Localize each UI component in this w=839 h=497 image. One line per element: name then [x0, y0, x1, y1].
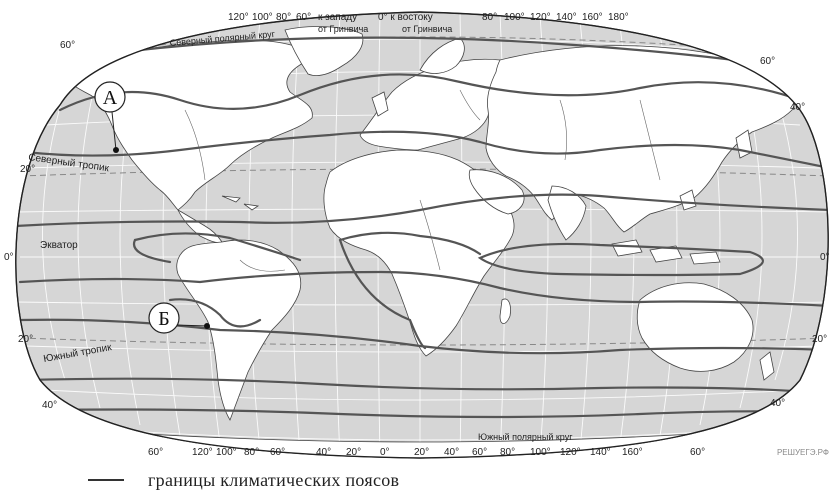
- svg-text:140°: 140°: [590, 447, 611, 458]
- lon-label: 80°: [276, 12, 291, 23]
- watermark: РЕШУЕГЭ.РФ: [776, 448, 829, 457]
- lon-label: 120°: [530, 12, 551, 23]
- svg-text:120°: 120°: [192, 447, 213, 458]
- svg-text:20°: 20°: [414, 447, 429, 458]
- bottom-longitude-labels: 60° 120° 100° 80° 60° 40° 20° 0° 20° 40°…: [148, 447, 705, 458]
- lon-label: к западу: [318, 12, 357, 23]
- svg-text:40°: 40°: [316, 447, 331, 458]
- svg-text:20°: 20°: [346, 447, 361, 458]
- lon-label: 120°: [228, 12, 249, 23]
- top-longitude-labels: 120° 100° 80° 60° к западу 0° к востоку …: [228, 12, 629, 34]
- lon-label: 180°: [608, 12, 629, 23]
- svg-text:0°: 0°: [4, 252, 14, 263]
- equator-label: Экватор: [40, 240, 78, 251]
- world-climate-map: 120° 100° 80° 60° к западу 0° к востоку …: [4, 11, 830, 459]
- lon-note: от Гринвича: [318, 24, 368, 34]
- rivers: [184, 89, 661, 272]
- svg-text:40°: 40°: [444, 447, 459, 458]
- svg-text:0°: 0°: [380, 447, 390, 458]
- point-a-marker: А: [94, 81, 126, 153]
- svg-text:20°: 20°: [20, 164, 35, 175]
- svg-text:80°: 80°: [244, 447, 259, 458]
- svg-text:20°: 20°: [18, 334, 33, 345]
- svg-text:160°: 160°: [622, 447, 643, 458]
- europe: [359, 58, 506, 151]
- svg-text:20°: 20°: [812, 334, 827, 345]
- lon-label: 160°: [582, 12, 603, 23]
- point-a-label: А: [103, 87, 118, 109]
- antarctic-circle-label: Южный полярный круг: [478, 432, 573, 442]
- lon-label: 60°: [296, 12, 311, 23]
- svg-text:40°: 40°: [770, 398, 785, 409]
- legend-text: границы климатических поясов: [148, 469, 400, 490]
- north-america: [69, 39, 313, 211]
- point-b-label: Б: [158, 308, 169, 330]
- svg-text:100°: 100°: [216, 447, 237, 458]
- lon-note: от Гринвича: [402, 24, 452, 34]
- latitude-labels: 60° 20° 0° 20° 40° 60° 40° 0° 20° 40°: [4, 40, 830, 411]
- legend-line-swatch: [88, 479, 124, 481]
- svg-text:80°: 80°: [500, 447, 515, 458]
- lon-label: 140°: [556, 12, 577, 23]
- svg-text:100°: 100°: [530, 447, 551, 458]
- svg-text:60°: 60°: [472, 447, 487, 458]
- lon-label: 100°: [252, 12, 273, 23]
- legend: границы климатических поясов: [88, 468, 399, 492]
- svg-text:120°: 120°: [560, 447, 581, 458]
- lon-label: 100°: [504, 12, 525, 23]
- svg-text:60°: 60°: [60, 40, 75, 51]
- point-b-marker: Б: [148, 302, 210, 334]
- lon-label: 80°: [482, 12, 497, 23]
- svg-text:0°: 0°: [820, 252, 830, 263]
- svg-text:40°: 40°: [42, 400, 57, 411]
- svg-text:60°: 60°: [270, 447, 285, 458]
- svg-text:60°: 60°: [148, 447, 163, 458]
- svg-text:40°: 40°: [790, 102, 805, 113]
- svg-text:60°: 60°: [690, 447, 705, 458]
- svg-text:60°: 60°: [760, 56, 775, 67]
- lon-label: 0° к востоку: [378, 12, 433, 23]
